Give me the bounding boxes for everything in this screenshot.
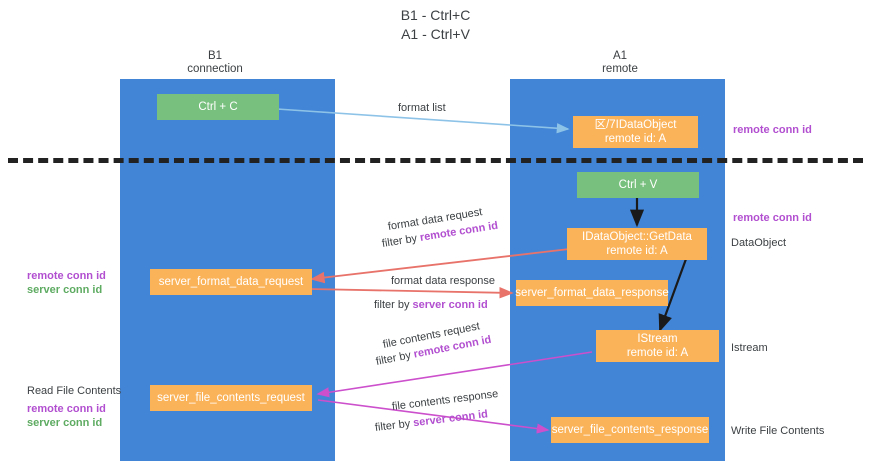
side-label-read-file-contents: Read File Contents [27, 385, 122, 397]
node-idataobject[interactable]: 区/7IDataObject remote id: A [573, 116, 698, 148]
node-idataobject-getdata[interactable]: IDataObject::GetData remote id: A [567, 228, 707, 260]
lane-header-a1-name: A1 [612, 50, 628, 62]
title-line-2: A1 - Ctrl+V [401, 26, 470, 42]
edge-label-file-contents-response-line2: filter by server conn id [374, 407, 489, 435]
title-line-1: B1 - Ctrl+C [400, 7, 471, 23]
side-label-dataobject: DataObject [731, 237, 787, 249]
phase-separator [8, 158, 863, 163]
side-label-remote-conn-id-top: remote conn id [733, 124, 812, 136]
node-istream-subtitle: remote id: A [626, 347, 689, 359]
side-label-server-conn-id-left-bot: server conn id [27, 417, 103, 429]
node-server-format-data-request[interactable]: server_format_data_request [150, 269, 312, 295]
filter-key-server-conn-id: server conn id [412, 299, 488, 311]
lane-header-b1: B1 connection [155, 50, 275, 76]
side-label-write-file-contents: Write File Contents [731, 425, 825, 437]
node-server-file-contents-request-label: server_file_contents_request [157, 392, 305, 404]
filter-key-server-conn-id: server conn id [412, 408, 489, 430]
node-idataobject-subtitle: remote id: A [604, 133, 667, 145]
node-idataobject-title: 区/7IDataObject [594, 119, 677, 131]
node-istream[interactable]: IStream remote id: A [596, 330, 719, 362]
lane-header-b1-sub: connection [187, 63, 243, 75]
filter-by-prefix: filter by [381, 232, 421, 250]
arrow-format-data-response [309, 286, 514, 299]
node-getdata-title: IDataObject::GetData [582, 231, 692, 243]
node-getdata-subtitle: remote id: A [606, 245, 668, 257]
page-title: B1 - Ctrl+C A1 - Ctrl+V [0, 6, 871, 44]
node-istream-title: IStream [637, 333, 678, 345]
edge-label-format-data-response-line1: format data response [391, 275, 495, 287]
node-ctrl-v[interactable]: Ctrl + V [577, 172, 699, 198]
lane-header-b1-name: B1 [207, 50, 223, 62]
filter-by-prefix: filter by [374, 348, 415, 368]
lane-header-a1-sub: remote [602, 63, 638, 75]
edge-label-format-data-response-line2: filter by server conn id [374, 298, 488, 312]
side-label-istream: Istream [731, 342, 768, 354]
node-ctrl-v-label: Ctrl + V [618, 179, 658, 191]
side-label-remote-conn-id-mid: remote conn id [733, 212, 812, 224]
side-label-remote-conn-id-left-mid: remote conn id [27, 270, 106, 282]
node-server-format-data-response-label: server_format_data_response [515, 287, 669, 299]
node-server-format-data-response[interactable]: server_format_data_response [515, 280, 669, 306]
lane-header-a1: A1 remote [560, 50, 680, 76]
node-server-file-contents-response[interactable]: server_file_contents_response [551, 417, 709, 443]
node-ctrl-c[interactable]: Ctrl + C [157, 94, 279, 120]
filter-by-prefix: filter by [374, 299, 413, 311]
node-server-format-data-request-label: server_format_data_request [158, 276, 304, 288]
side-label-server-conn-id-left-mid: server conn id [27, 284, 103, 296]
node-server-file-contents-response-label: server_file_contents_response [551, 424, 709, 436]
node-ctrl-c-label: Ctrl + C [198, 101, 238, 113]
filter-by-prefix: filter by [374, 417, 414, 434]
node-server-file-contents-request[interactable]: server_file_contents_request [150, 385, 312, 411]
side-label-remote-conn-id-left-bot: remote conn id [27, 403, 106, 415]
edge-label-format-list: format list [398, 102, 446, 114]
